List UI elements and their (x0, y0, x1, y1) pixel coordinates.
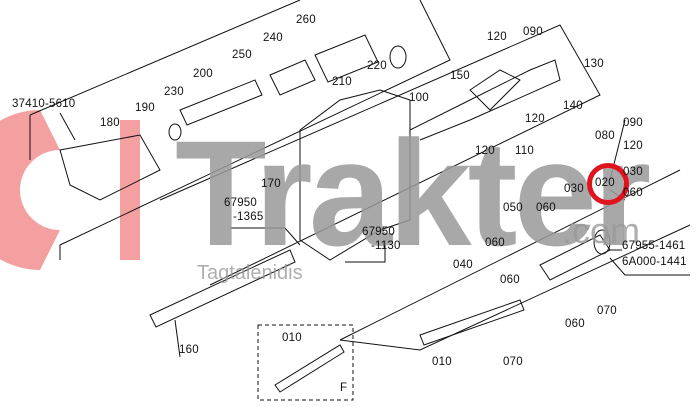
part-label: 140 (563, 100, 583, 112)
part-label: 150 (450, 70, 470, 82)
part-label: 080 (595, 130, 615, 142)
part-label: 180 (100, 117, 120, 129)
part-label: 090 (523, 26, 543, 38)
part-label: -1130 (371, 240, 401, 252)
part-label: 240 (263, 32, 283, 44)
part-label: 200 (193, 68, 213, 80)
part-label: 060 (536, 202, 556, 214)
part-label: 060 (500, 274, 520, 286)
part-label: 060 (623, 187, 643, 199)
part-label: 070 (503, 356, 523, 368)
inset-shaft (274, 344, 345, 393)
inset-box-f (257, 324, 354, 401)
part-label: 170 (261, 178, 281, 190)
watermark-brand: Trakter (175, 109, 651, 277)
part-label: 040 (453, 259, 473, 271)
part-label: 6A000-1441 (622, 256, 687, 268)
part-label: 220 (367, 60, 387, 72)
part-label: 070 (597, 305, 617, 317)
part-label: 130 (584, 58, 604, 70)
part-label: 190 (135, 102, 155, 114)
shaft-tube-parts (59, 34, 611, 346)
part-label: 160 (179, 344, 199, 356)
part-label: 37410-5610 (12, 98, 76, 110)
part-label: 210 (332, 76, 352, 88)
part-label: 67950 (224, 197, 257, 209)
inset-label: F (340, 382, 348, 394)
part-label: 120 (623, 140, 643, 152)
part-label: 110 (515, 145, 534, 157)
part-label: 250 (232, 49, 252, 61)
watermark-subtitle: Tagtalenidis (197, 262, 303, 284)
part-label: -1365 (233, 211, 264, 223)
part-label: 060 (565, 318, 585, 330)
part-label: 67955-1461 (622, 240, 686, 252)
part-label-highlighted: 020 (595, 177, 615, 189)
part-label: 010 (282, 332, 302, 344)
part-label: 120 (475, 145, 495, 157)
part-label: 230 (164, 86, 184, 98)
part-label: 060 (485, 237, 505, 249)
panel-outline-upper (29, 0, 451, 260)
part-label: 120 (525, 113, 545, 125)
highlight-circle (587, 163, 629, 205)
part-label: 030 (623, 166, 643, 178)
part-label: 050 (503, 202, 523, 214)
part-label: 100 (409, 92, 429, 104)
part-label: 120 (487, 31, 507, 43)
part-label: 090 (623, 117, 643, 129)
part-label: 260 (296, 14, 316, 26)
panel-outline-middle (159, 24, 601, 286)
part-label: 030 (564, 183, 584, 195)
watermark-gear-logo (0, 110, 140, 270)
part-label: 67950 (362, 226, 395, 238)
part-label: 010 (432, 356, 452, 368)
watermark-domain: .com (562, 210, 641, 251)
